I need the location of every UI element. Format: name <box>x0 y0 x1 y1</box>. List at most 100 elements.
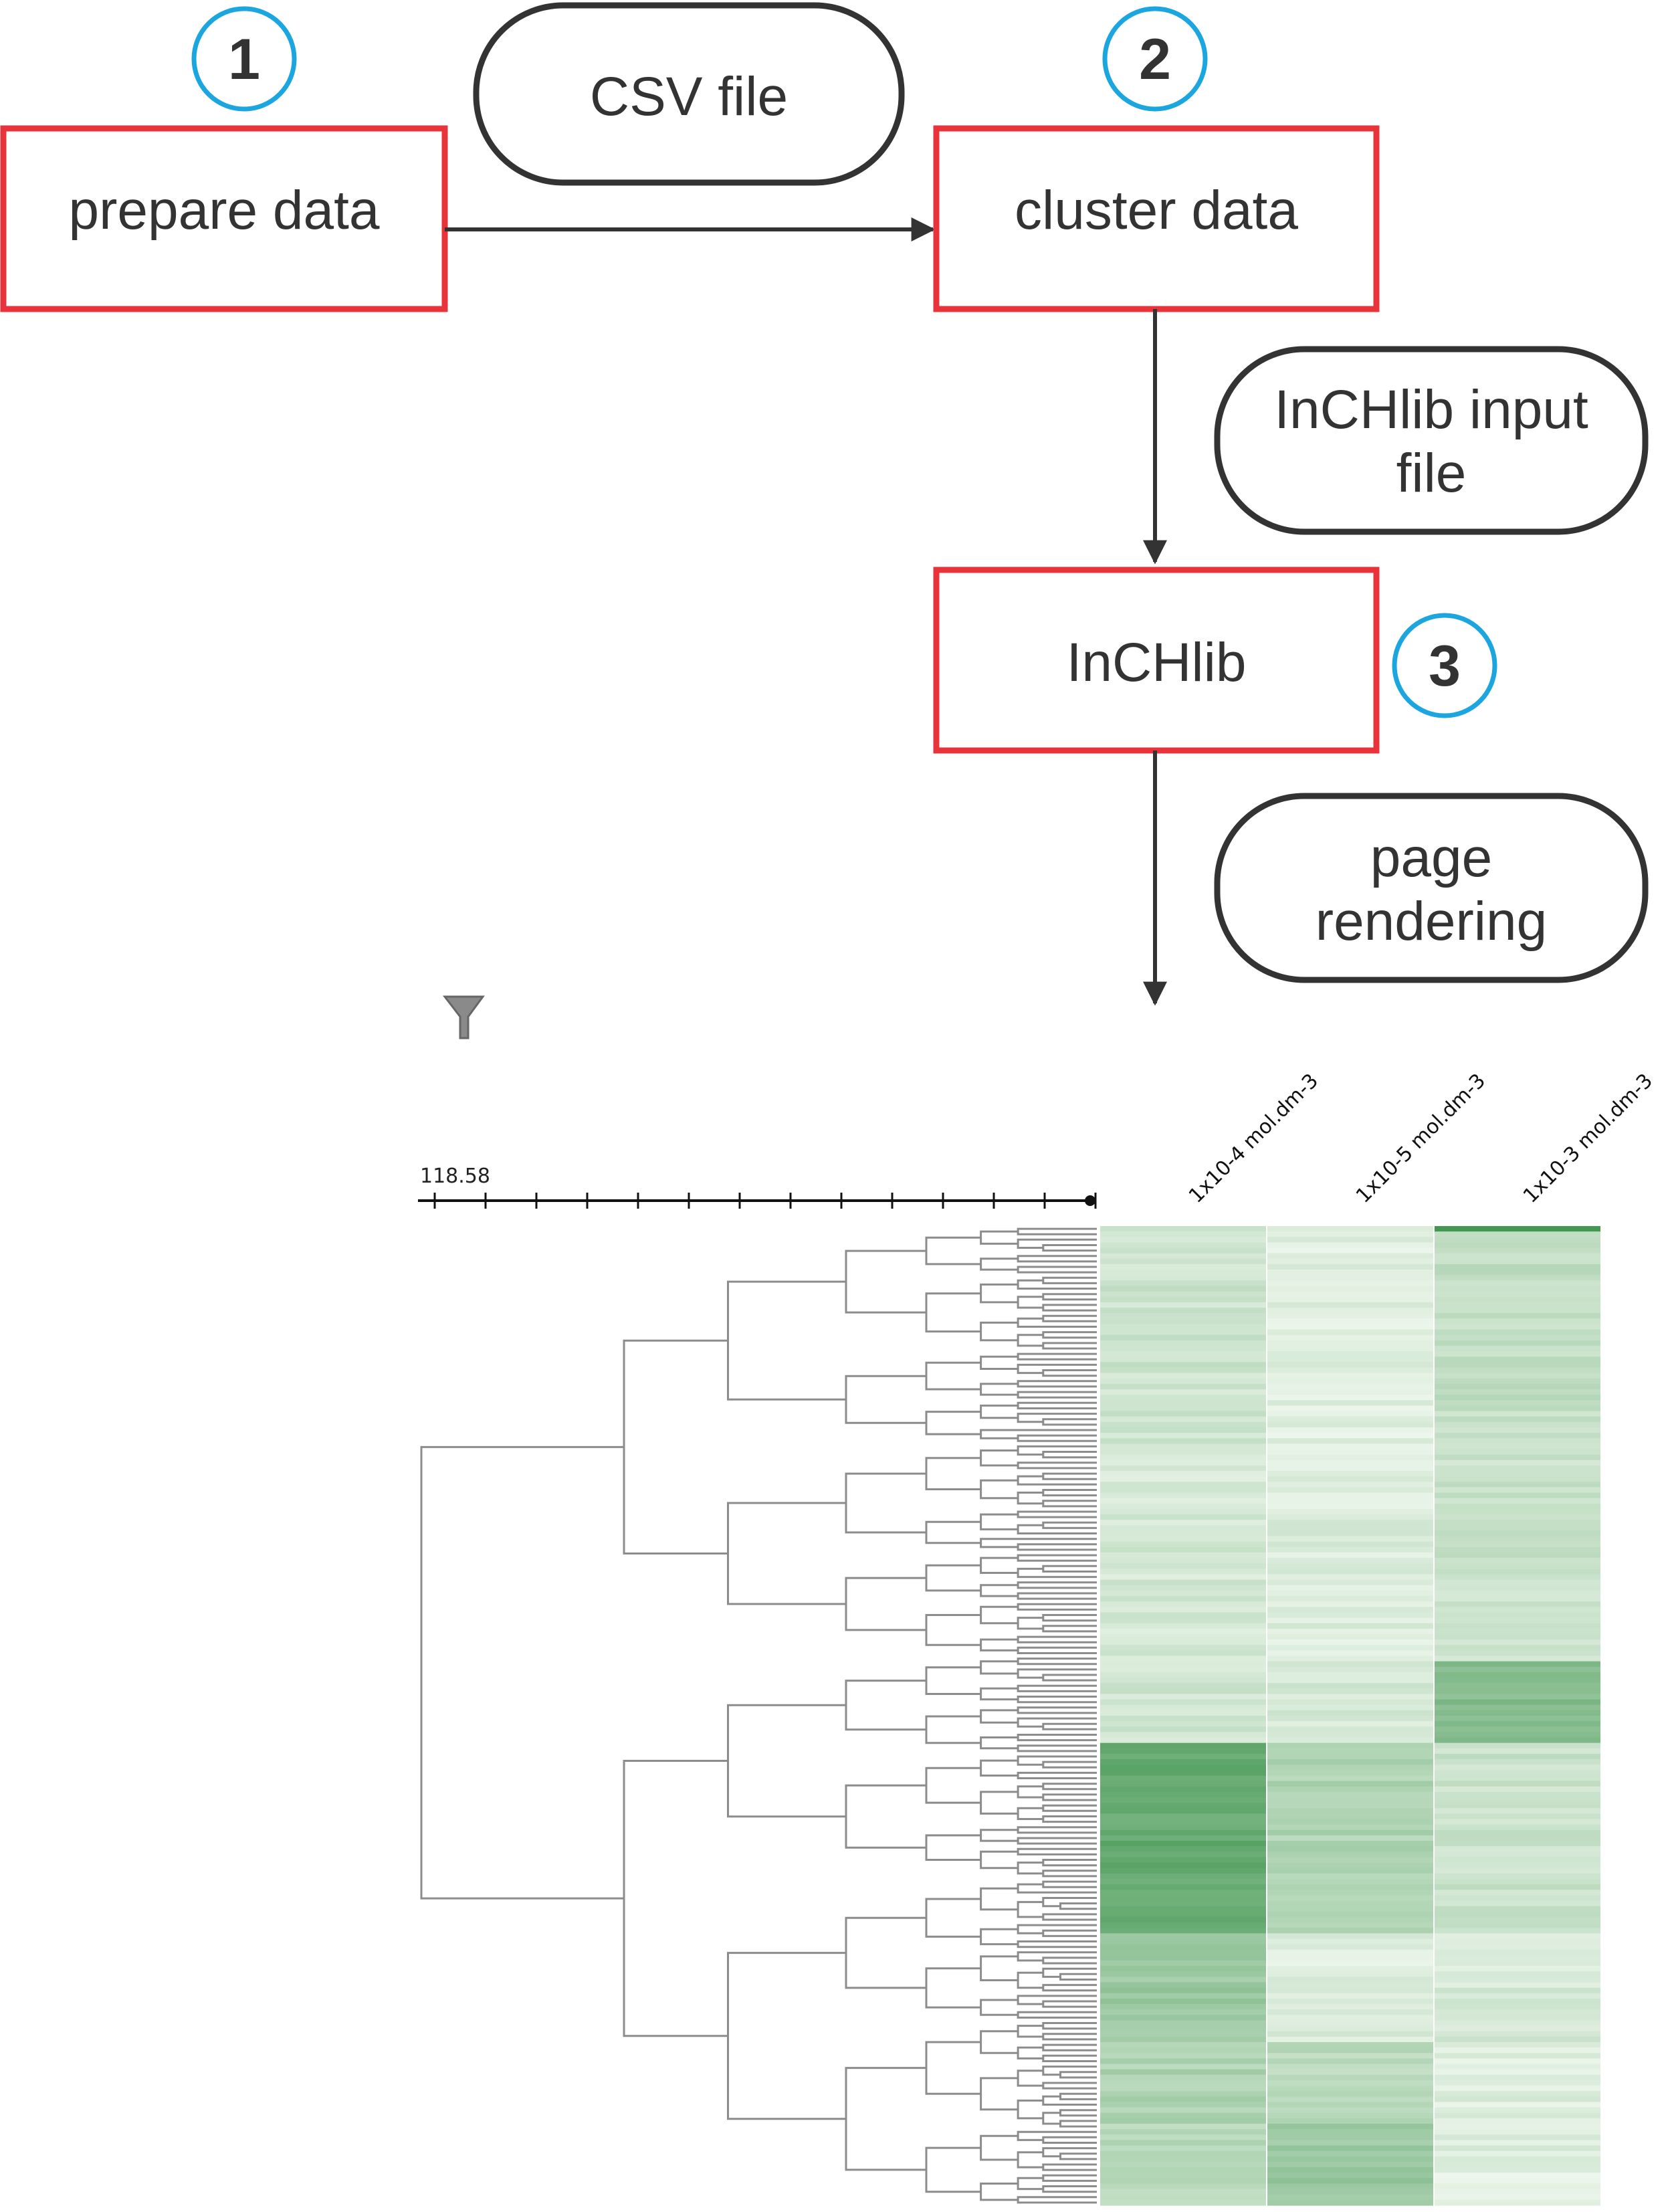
heatmap-cell[interactable] <box>1435 1291 1600 1298</box>
heatmap-cell[interactable] <box>1435 1237 1600 1243</box>
heatmap-cell[interactable] <box>1100 1579 1266 1586</box>
heatmap-cell[interactable] <box>1100 2036 1266 2043</box>
heatmap-cell[interactable] <box>1267 1541 1433 1548</box>
heatmap-cell[interactable] <box>1267 1552 1433 1559</box>
heatmap-cell[interactable] <box>1100 1264 1266 1270</box>
heatmap-cell[interactable] <box>1267 1329 1433 1336</box>
heatmap-cell[interactable] <box>1267 2036 1433 2043</box>
heatmap-cell[interactable] <box>1100 1868 1266 1874</box>
heatmap-cell[interactable] <box>1435 1421 1600 1428</box>
heatmap-cell[interactable] <box>1100 1862 1266 1869</box>
heatmap-cell[interactable] <box>1435 1367 1600 1374</box>
heatmap-cell[interactable] <box>1435 1438 1600 1444</box>
heatmap-cell[interactable] <box>1435 2031 1600 2037</box>
heatmap-cell[interactable] <box>1267 2150 1433 2157</box>
heatmap-cell[interactable] <box>1435 2058 1600 2065</box>
heatmap-cell[interactable] <box>1435 1944 1600 1950</box>
heatmap-cell[interactable] <box>1267 2091 1433 2097</box>
heatmap-cell[interactable] <box>1267 1829 1433 1836</box>
heatmap-cell[interactable] <box>1267 1296 1433 1303</box>
heatmap-cell[interactable] <box>1100 2025 1266 2032</box>
heatmap-cell[interactable] <box>1267 2199 1433 2206</box>
heatmap-cell[interactable] <box>1267 1987 1433 1994</box>
heatmap-cell[interactable] <box>1267 1688 1433 1695</box>
heatmap-cell[interactable] <box>1267 2156 1433 2163</box>
heatmap-cell[interactable] <box>1435 1460 1600 1466</box>
heatmap-cell[interactable] <box>1100 1971 1266 1977</box>
heatmap-cell[interactable] <box>1435 2173 1600 2179</box>
heatmap-cell[interactable] <box>1267 1639 1433 1645</box>
heatmap-cell[interactable] <box>1267 2080 1433 2086</box>
heatmap-cell[interactable] <box>1435 1275 1600 1281</box>
heatmap-cell[interactable] <box>1435 1308 1600 1314</box>
heatmap-cell[interactable] <box>1267 1819 1433 1825</box>
heatmap-cell[interactable] <box>1267 2129 1433 2135</box>
heatmap-cell[interactable] <box>1100 1726 1266 1732</box>
heatmap-cell[interactable] <box>1435 1405 1600 1412</box>
heatmap-cell[interactable] <box>1435 2134 1600 2140</box>
heatmap-cell[interactable] <box>1267 2140 1433 2146</box>
heatmap-cell[interactable] <box>1435 1482 1600 1488</box>
heatmap-cell[interactable] <box>1267 1879 1433 1885</box>
heatmap-cell[interactable] <box>1267 1438 1433 1444</box>
heatmap-cell[interactable] <box>1435 2042 1600 2048</box>
heatmap-cell[interactable] <box>1435 1868 1600 1874</box>
heatmap-cell[interactable] <box>1267 1416 1433 1423</box>
heatmap-cell[interactable] <box>1435 2080 1600 2086</box>
heatmap-cell[interactable] <box>1435 1617 1600 1624</box>
heatmap-cell[interactable] <box>1435 1672 1600 1678</box>
heatmap-cell[interactable] <box>1100 1683 1266 1689</box>
heatmap-cell[interactable] <box>1435 1639 1600 1645</box>
heatmap-cell[interactable] <box>1267 1242 1433 1249</box>
heatmap-cell[interactable] <box>1267 1862 1433 1869</box>
heatmap-cell[interactable] <box>1267 1716 1433 1722</box>
heatmap-cell[interactable] <box>1100 1672 1266 1678</box>
heatmap-cell[interactable] <box>1100 1367 1266 1374</box>
heatmap-cell[interactable] <box>1435 1362 1600 1369</box>
heatmap-cell[interactable] <box>1435 1389 1600 1395</box>
heatmap-cell[interactable] <box>1100 1395 1266 1401</box>
heatmap-cell[interactable] <box>1267 1247 1433 1254</box>
heatmap-cell[interactable] <box>1267 2134 1433 2140</box>
heatmap-cell[interactable] <box>1435 1683 1600 1689</box>
heatmap-cell[interactable] <box>1100 2042 1266 2048</box>
heatmap-cell[interactable] <box>1100 1247 1266 1254</box>
heatmap-cell[interactable] <box>1267 2069 1433 2076</box>
heatmap-cell[interactable] <box>1267 1508 1433 1515</box>
heatmap-cell[interactable] <box>1100 1650 1266 1657</box>
heatmap-cell[interactable] <box>1435 1416 1600 1423</box>
heatmap-cell[interactable] <box>1100 2074 1266 2081</box>
heatmap-cell[interactable] <box>1435 1694 1600 1700</box>
heatmap-cell[interactable] <box>1435 1813 1600 1820</box>
heatmap-cell[interactable] <box>1100 1324 1266 1330</box>
heatmap-cell[interactable] <box>1267 2194 1433 2201</box>
heatmap-cell[interactable] <box>1100 1938 1266 1945</box>
heatmap-cell[interactable] <box>1267 1253 1433 1260</box>
heatmap-cell[interactable] <box>1267 1340 1433 1346</box>
heatmap-cell[interactable] <box>1100 1737 1266 1744</box>
heatmap-cell[interactable] <box>1100 1998 1266 2005</box>
heatmap-cell[interactable] <box>1435 1286 1600 1292</box>
heatmap-cell[interactable] <box>1267 1546 1433 1553</box>
heatmap-cell[interactable] <box>1267 1993 1433 1999</box>
heatmap-cell[interactable] <box>1435 1280 1600 1287</box>
heatmap-cell[interactable] <box>1267 2086 1433 2092</box>
heatmap-cell[interactable] <box>1267 2096 1433 2103</box>
heatmap-cell[interactable] <box>1435 1857 1600 1864</box>
heatmap-cell[interactable] <box>1267 1922 1433 1928</box>
heatmap-cell[interactable] <box>1100 1492 1266 1499</box>
heatmap-cell[interactable] <box>1435 1607 1600 1613</box>
heatmap-cell[interactable] <box>1435 2129 1600 2135</box>
heatmap-cell[interactable] <box>1100 2053 1266 2059</box>
heatmap-cell[interactable] <box>1100 1645 1266 1651</box>
heatmap-cell[interactable] <box>1267 1585 1433 1591</box>
heatmap-cell[interactable] <box>1267 1742 1433 1749</box>
heatmap-cell[interactable] <box>1435 1862 1600 1869</box>
heatmap-cell[interactable] <box>1100 1487 1266 1494</box>
heatmap-cell[interactable] <box>1100 1351 1266 1357</box>
heatmap-cell[interactable] <box>1100 1688 1266 1695</box>
heatmap-cell[interactable] <box>1435 1906 1600 1912</box>
heatmap-cell[interactable] <box>1100 1634 1266 1640</box>
heatmap-cell[interactable] <box>1100 1601 1266 1607</box>
heatmap-cell[interactable] <box>1435 1334 1600 1341</box>
